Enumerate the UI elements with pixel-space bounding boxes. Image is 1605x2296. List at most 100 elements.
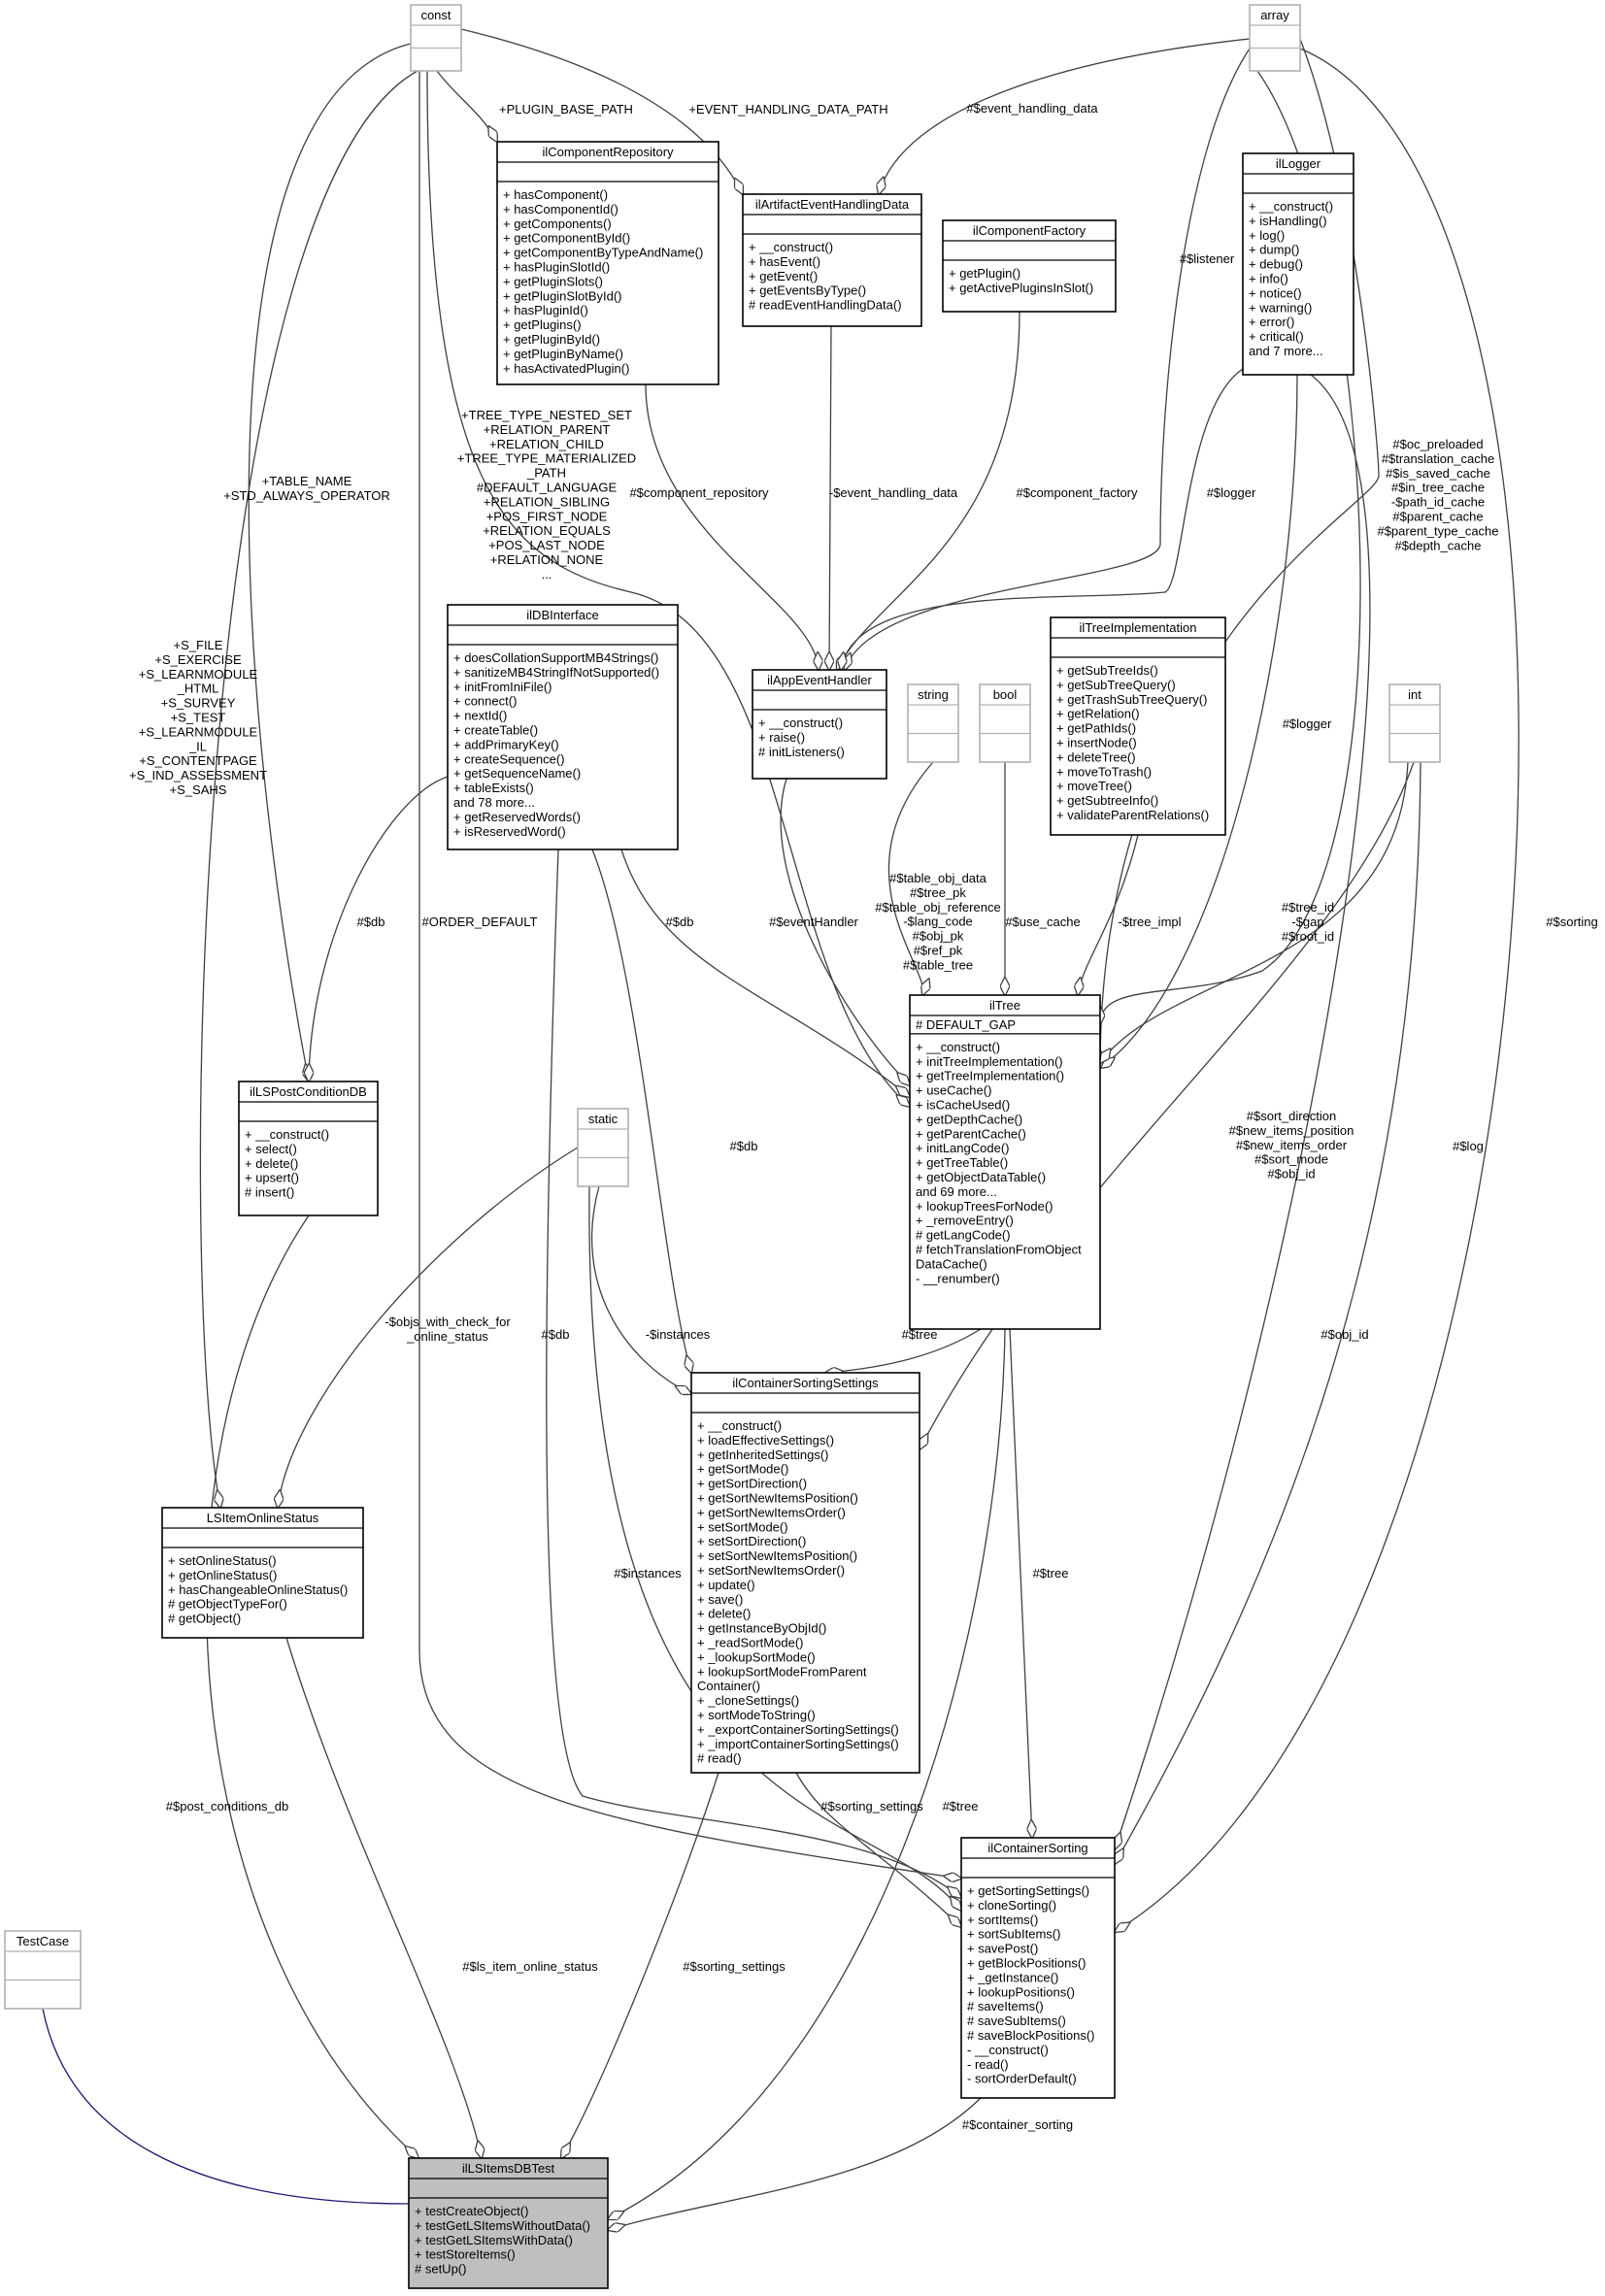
- assoc-s-consts: [199, 70, 418, 1508]
- edge-label: #$in_tree_cache: [1391, 481, 1485, 495]
- class-box-frame: [447, 604, 679, 850]
- class-ilTreeImplementation[interactable]: ilTreeImplementation+ getSubTreeIds()+ g…: [1050, 616, 1226, 836]
- edge-label: #$logger: [1207, 485, 1256, 500]
- class-box-frame: [238, 1081, 379, 1216]
- class-box-frame: [960, 1837, 1116, 2099]
- class-name: TestCase: [17, 1934, 69, 1948]
- class-string[interactable]: string: [907, 683, 959, 763]
- class-method: + getTrashSubTreeQuery(): [1056, 692, 1207, 707]
- class-method: # getLangCode(): [916, 1228, 1011, 1243]
- edge-label: #$new_items_position: [1229, 1123, 1354, 1138]
- class-method: + doesCollationSupportMB4Strings(): [453, 650, 658, 665]
- class-bool[interactable]: bool: [979, 683, 1031, 763]
- class-method: and 69 more...: [916, 1184, 997, 1199]
- class-ilLogger[interactable]: ilLogger+ __construct()+ isHandling()+ l…: [1242, 152, 1354, 376]
- class-method: + __construct(): [1249, 199, 1333, 214]
- edge-label: #$db: [542, 1327, 570, 1342]
- class-ilAppEventHandler[interactable]: ilAppEventHandler+ __construct()+ raise(…: [752, 669, 887, 780]
- class-method: + setSortDirection(): [697, 1534, 806, 1548]
- assoc-db-postcond: [309, 776, 449, 1081]
- class-static[interactable]: static: [577, 1108, 629, 1187]
- class-method: + insertNode(): [1056, 736, 1137, 750]
- class-method: + raise(): [758, 730, 805, 745]
- class-method: # fetchTranslationFromObject: [916, 1243, 1082, 1257]
- class-name: bool: [993, 687, 1018, 702]
- edge-label: #$tree: [1033, 1566, 1069, 1581]
- class-method: + select(): [245, 1142, 297, 1156]
- class-name: ilTree: [989, 998, 1020, 1013]
- class-method: + createSequence(): [453, 751, 565, 766]
- edge-label: +EVENT_HANDLING_DATA_PATH: [688, 102, 887, 116]
- class-box-frame: [161, 1507, 364, 1639]
- edge-label: #$sort_mode: [1254, 1152, 1328, 1167]
- class-name: string: [918, 687, 949, 702]
- class-box-frame: [496, 141, 719, 385]
- class-ilDBInterface[interactable]: ilDBInterface+ doesCollationSupportMB4St…: [447, 604, 679, 850]
- class-ilArtifactEventHandlingData[interactable]: ilArtifactEventHandlingData+ __construct…: [742, 193, 922, 327]
- edge-label: +POS_LAST_NODE: [488, 538, 605, 552]
- class-method: + getComponents(): [503, 216, 612, 231]
- class-method: + getParentCache(): [916, 1126, 1026, 1141]
- class-ilLSItemsDBTest[interactable]: ilLSItemsDBTest+ testCreateObject()+ tes…: [408, 2157, 609, 2289]
- assoc-sort-attrs: [920, 761, 1415, 1449]
- class-method: - __construct(): [967, 2043, 1049, 2057]
- class-method: + getTreeTable(): [916, 1155, 1008, 1170]
- class-method: + connect(): [453, 694, 517, 709]
- class-method: + getReservedWords(): [453, 810, 581, 824]
- class-box-frame: [1249, 4, 1301, 72]
- class-array[interactable]: array: [1249, 4, 1301, 72]
- class-method: + notice(): [1249, 285, 1302, 300]
- edge-label: #$listener: [1180, 251, 1235, 266]
- assoc-event-handling-data: [879, 38, 1251, 194]
- class-ilTree[interactable]: ilTree# DEFAULT_GAP+ __construct()+ init…: [909, 994, 1101, 1330]
- edge-label: -$path_id_cache: [1391, 495, 1485, 510]
- edge-label: #$log: [1453, 1139, 1484, 1153]
- class-method: + hasChangeableOnlineStatus(): [168, 1582, 348, 1597]
- edge-label: #$obj_pk: [913, 929, 964, 944]
- edge-label: #$instances: [614, 1566, 682, 1581]
- class-ilLSPostConditionDB[interactable]: ilLSPostConditionDB+ __construct()+ sele…: [238, 1081, 379, 1216]
- edge-label: #$tree_id: [1282, 900, 1334, 915]
- class-method: + initLangCode(): [916, 1141, 1009, 1155]
- class-method: + error(): [1249, 315, 1294, 329]
- class-method: # saveSubItems(): [967, 2013, 1066, 2028]
- edge-label: +POS_FIRST_NODE: [486, 509, 608, 523]
- class-method: + hasPluginSlotId(): [503, 260, 610, 275]
- edge-label: #$table_obj_data: [889, 871, 987, 885]
- class-method: + upsert(): [245, 1171, 299, 1185]
- class-method: + getActivePluginsInSlot(): [949, 281, 1093, 295]
- class-method: DataCache(): [916, 1256, 987, 1271]
- class-ilComponentFactory[interactable]: ilComponentFactory+ getPlugin()+ getActi…: [942, 219, 1117, 313]
- class-method: # readEventHandlingData(): [749, 298, 902, 313]
- class-ilContainerSortingSettings[interactable]: ilContainerSortingSettings+ __construct(…: [690, 1372, 920, 1774]
- class-box-frame: [752, 669, 887, 780]
- edge-label: +PLUGIN_BASE_PATH: [499, 102, 633, 116]
- class-ilComponentRepository[interactable]: ilComponentRepository+ hasComponent()+ h…: [496, 141, 719, 385]
- assoc-tree-test: [608, 1328, 1006, 2219]
- edge-label: ...: [542, 567, 552, 582]
- class-method: + getPluginSlotById(): [503, 288, 621, 303]
- class-int[interactable]: int: [1388, 683, 1441, 763]
- assoc-sorting: [1115, 48, 1520, 1932]
- class-ilContainerSorting[interactable]: ilContainerSorting+ getSortingSettings()…: [960, 1837, 1116, 2099]
- assoc-component-repository: [645, 383, 819, 670]
- class-method: + delete(): [245, 1156, 298, 1171]
- edge-label: #$tree: [943, 1799, 979, 1814]
- class-method: + debug(): [1249, 257, 1303, 272]
- assoc-tree-consts: [426, 70, 910, 1107]
- class-method: + nextId(): [453, 709, 507, 723]
- edge-label: #$tree: [902, 1327, 938, 1342]
- class-TestCase[interactable]: TestCase: [4, 1930, 82, 2010]
- class-method: + getTreeImplementation(): [916, 1069, 1064, 1083]
- class-method: + getSortMode(): [697, 1462, 788, 1477]
- class-name: ilLogger: [1276, 156, 1321, 171]
- class-box-frame: [577, 1108, 629, 1187]
- class-method: + getSortNewItemsOrder(): [697, 1505, 846, 1519]
- class-LSItemOnlineStatus[interactable]: LSItemOnlineStatus+ setOnlineStatus()+ g…: [161, 1507, 364, 1639]
- edge-label: #$parent_type_cache: [1377, 523, 1498, 538]
- class-const[interactable]: const: [410, 4, 462, 72]
- edge-label: +RELATION_PARENT: [484, 422, 611, 437]
- class-method: + setOnlineStatus(): [168, 1553, 277, 1568]
- class-method: # saveItems(): [967, 1999, 1044, 2013]
- class-method: + _removeEntry(): [916, 1214, 1014, 1228]
